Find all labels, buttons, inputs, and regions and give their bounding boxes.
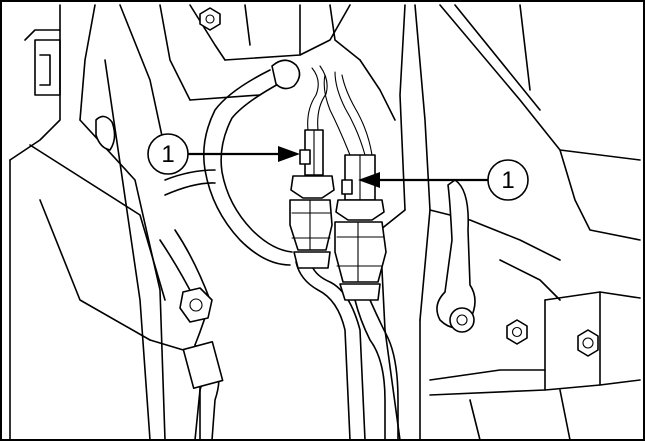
hex-bolt-right-1	[506, 319, 528, 345]
pivot-link-arm	[436, 179, 476, 333]
hex-bolt-right-2	[577, 329, 599, 357]
pressure-switch-left	[289, 129, 335, 269]
callout-1-left: 1	[147, 133, 300, 175]
upper-housing	[159, 4, 396, 121]
left-chassis-structure	[9, 4, 201, 441]
switch-wiring	[307, 65, 373, 156]
hydraulic-hose-center	[295, 261, 399, 441]
left-fitting-assembly	[179, 287, 224, 390]
right-frame-structure	[379, 4, 641, 441]
callout-label: 1	[161, 141, 174, 168]
hose-clamp	[271, 59, 301, 90]
callout-label: 1	[501, 167, 514, 194]
arrowhead	[358, 172, 380, 188]
callout-1-right: 1	[358, 159, 529, 201]
arrowhead	[278, 146, 300, 162]
